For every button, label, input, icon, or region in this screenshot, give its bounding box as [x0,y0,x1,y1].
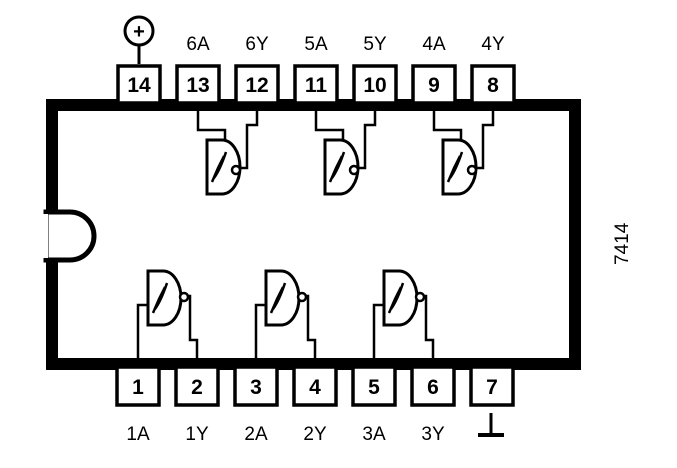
power-symbol-sign: + [133,21,145,43]
pin-number: 4 [309,376,321,399]
chip-body [40,99,581,370]
pin-label: 3A [362,424,386,445]
pin-number: 2 [191,376,203,399]
pin-5: 5 3A [351,365,397,445]
gate-5 [314,103,377,196]
bottom-pin-row: 1 1A 2 1Y 3 2A 4 2Y 5 3A 6 3Y [115,365,515,445]
pin-label: 6A [186,34,210,55]
gate-4 [432,103,495,196]
pin-number: 5 [368,376,380,399]
pin-label: 2Y [303,424,327,445]
pin-label: 4Y [481,34,505,55]
pin-number: 10 [363,74,386,97]
top-pin-row: 14 13 6A 12 6Y 11 5A 10 5Y 9 4A [116,34,516,105]
pin-13: 13 6A [175,34,221,105]
pin-number: 14 [127,74,151,97]
pin-number: 9 [428,74,440,97]
gate-3 [372,269,435,367]
pin-9: 9 4A [411,34,457,105]
pin-number: 13 [186,74,209,97]
pin-8: 8 4Y [470,34,516,105]
pin-number: 11 [305,74,328,97]
gate-6 [196,103,259,196]
orientation-notch [43,209,97,263]
pin-1: 1 1A [115,365,161,445]
pin-12: 12 6Y [234,34,280,105]
pin-number: 6 [427,376,439,399]
gate-2 [254,269,317,367]
pin-11: 11 5A [293,34,339,105]
pin-6: 6 3Y [410,365,456,445]
pin-number: 1 [132,376,144,399]
gate-1 [136,269,199,367]
pin-label: 5A [304,34,328,55]
pin-4: 4 2Y [292,365,338,445]
pin-label: 5Y [363,34,387,55]
pin-7: 7 [469,365,515,407]
pin-label: 2A [244,424,268,445]
pin-label: 6Y [245,34,269,55]
power-symbol: + [123,15,155,64]
pin-label: 3Y [421,424,445,445]
pin-10: 10 5Y [352,34,398,105]
pin-number: 3 [250,376,262,399]
ground-symbol [478,413,504,437]
pin-label: 1Y [185,424,209,445]
pin-3: 3 2A [233,365,279,445]
pin-14: 14 [116,64,162,105]
pin-number: 8 [487,74,499,97]
pin-label: 4A [422,34,446,55]
pin-number: 12 [245,74,268,97]
pin-number: 7 [486,376,498,399]
pin-2: 2 1Y [174,365,220,445]
part-number-label: 7414 [612,222,633,265]
pin-label: 1A [126,424,150,445]
